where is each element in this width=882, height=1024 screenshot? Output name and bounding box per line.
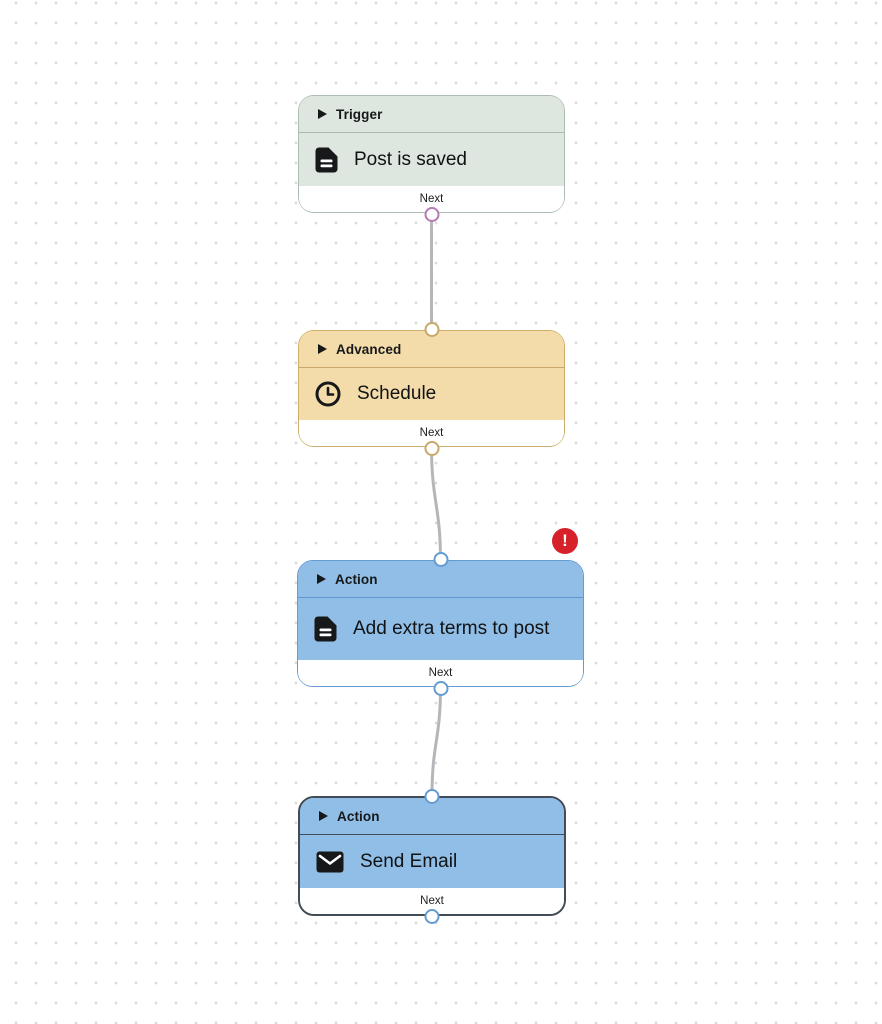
node-action-add-extra-terms[interactable]: ! Action Add extra terms to post Next [297, 528, 584, 696]
next-label: Next [419, 427, 444, 439]
node-body[interactable]: Add extra terms to post [298, 598, 583, 660]
input-port[interactable] [424, 321, 439, 337]
play-icon [318, 109, 327, 119]
document-icon [315, 147, 338, 173]
input-port[interactable] [424, 788, 440, 804]
node-inner: Action Add extra terms to post Next [298, 561, 583, 686]
node-body[interactable]: Schedule [299, 368, 564, 420]
output-port[interactable] [424, 908, 440, 924]
node-category-label: Action [337, 808, 380, 824]
play-icon [319, 811, 328, 821]
next-label: Next [420, 895, 444, 907]
node-advanced-schedule[interactable]: Advanced Schedule Next [298, 321, 565, 456]
output-port[interactable] [424, 206, 439, 222]
node-inner: Trigger Post is saved Next [299, 96, 564, 212]
node-body[interactable]: Send Email [300, 835, 564, 888]
node-category-label: Trigger [336, 106, 383, 122]
error-symbol: ! [562, 531, 568, 550]
next-label: Next [419, 193, 444, 205]
node-inner: Action Send Email Next [300, 798, 564, 914]
connector-advanced-to-action1 [430, 445, 442, 562]
node-header[interactable]: Trigger [299, 96, 564, 133]
node-trigger-post-is-saved[interactable]: Trigger Post is saved Next [298, 95, 565, 222]
node-category-label: Action [335, 571, 378, 587]
envelope-icon [316, 851, 344, 873]
node-inner: Advanced Schedule Next [299, 331, 564, 446]
node-title: Add extra terms to post [353, 618, 550, 639]
node-body[interactable]: Post is saved [299, 133, 564, 186]
connector-action1-to-action2 [430, 685, 442, 798]
node-header[interactable]: Action [298, 561, 583, 598]
node-action-send-email[interactable]: Action Send Email Next [298, 788, 566, 924]
node-header[interactable]: Action [300, 798, 564, 835]
output-port[interactable] [433, 680, 448, 696]
node-header[interactable]: Advanced [299, 331, 564, 368]
node-category-label: Advanced [336, 341, 402, 357]
node-title: Post is saved [354, 148, 467, 170]
document-icon [314, 616, 337, 642]
output-port[interactable] [424, 440, 439, 456]
play-icon [317, 574, 326, 584]
play-icon [318, 344, 327, 354]
error-badge-icon[interactable]: ! [552, 528, 578, 554]
node-title: Schedule [357, 383, 437, 404]
clock-icon [315, 381, 341, 407]
input-port[interactable] [433, 551, 448, 567]
next-label: Next [428, 667, 453, 679]
node-title: Send Email [360, 850, 458, 872]
